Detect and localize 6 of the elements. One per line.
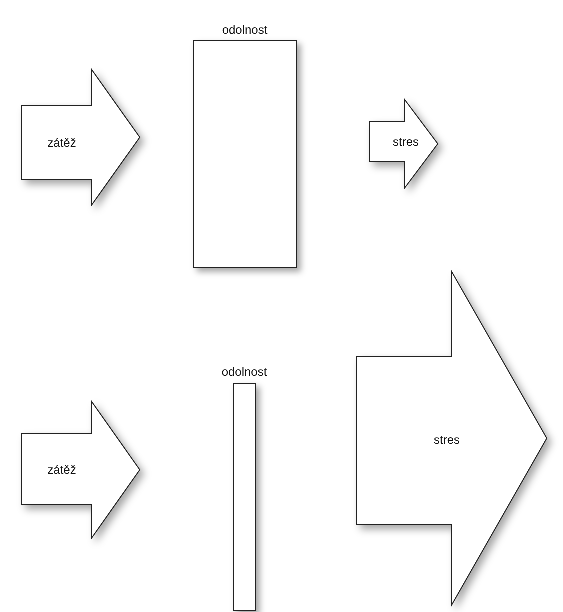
arrow-label: stres [434,433,460,447]
arrow-label: zátěž [48,136,76,150]
arrow-label: stres [393,135,419,149]
bar-heading: odolnost [222,365,268,379]
arrow-label: zátěž [48,463,76,477]
bar-heading: odolnost [222,23,268,37]
